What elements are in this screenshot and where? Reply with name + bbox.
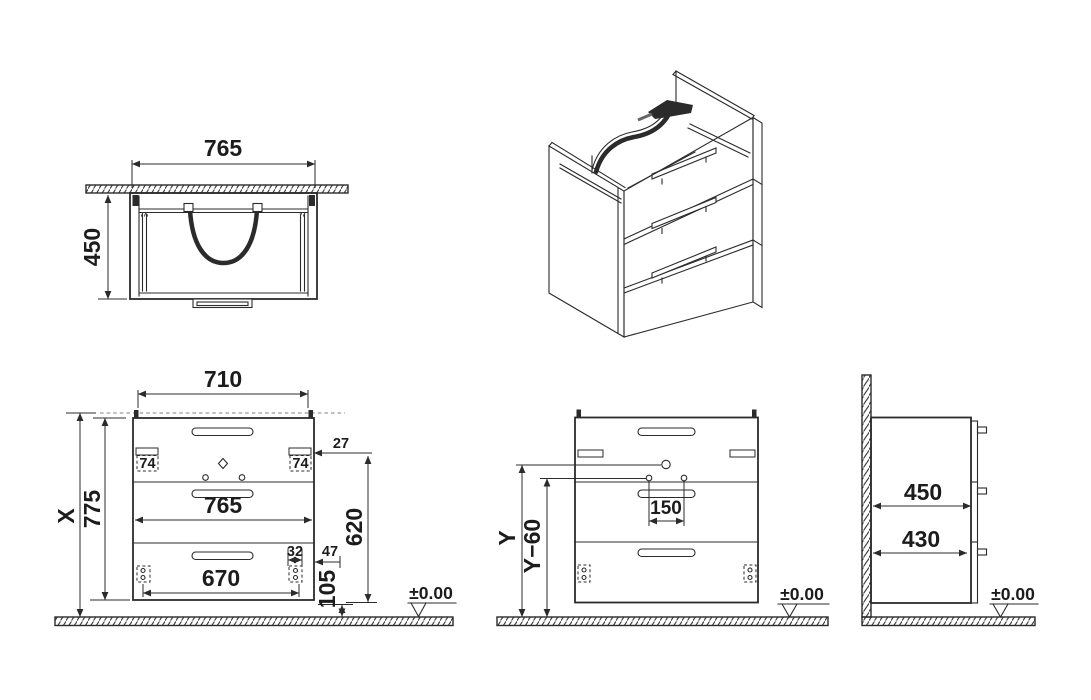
dim-bracket-to-bottom: 620 [341, 508, 367, 546]
perspective-view [548, 70, 763, 338]
handle-slot [637, 427, 696, 437]
corner-fitting [132, 195, 139, 206]
middle-view: 150 Y Y−60 ±0.00 [494, 409, 830, 627]
corner-tab [576, 409, 581, 418]
screw-hole [202, 474, 209, 481]
dim-top-width: 765 [204, 135, 243, 161]
corner-tab [308, 410, 313, 419]
handle-slot [637, 548, 696, 558]
bracket-range-box [289, 455, 312, 472]
fixing-plate [288, 565, 303, 583]
dim-fixing-edge: 47 [322, 544, 338, 560]
wall-hatch [861, 374, 872, 618]
dim-bottom-height: 105 [314, 570, 340, 609]
cabinet-outline [870, 416, 972, 604]
datum-label: ±0.00 [780, 584, 824, 604]
fixing-plate [743, 564, 757, 583]
dim-inner-depth: 430 [902, 526, 940, 552]
datum-symbol: ±0.00 [989, 584, 1039, 619]
dim-hanger-width: 710 [204, 366, 242, 392]
front-view: 74 74 710 X 775 765 670 27 [53, 366, 457, 627]
drawer-handle [651, 246, 717, 284]
hanging-bracket [648, 100, 693, 119]
corner-fitting [309, 195, 315, 206]
datum-label: ±0.00 [991, 584, 1035, 604]
datum-symbol: ±0.00 [777, 584, 830, 619]
bracket-hatch [729, 449, 756, 458]
left-panel [548, 145, 625, 338]
dim-depth: 450 [904, 479, 942, 505]
floor-hatch [54, 616, 454, 627]
top-view: 765 450 [79, 135, 349, 309]
right-edge [752, 116, 763, 309]
dim-bracket-offset: 27 [333, 436, 349, 452]
dim-fixing-inset: 32 [287, 544, 303, 560]
corner-tab [134, 410, 139, 419]
dim-top-depth: 450 [79, 228, 105, 266]
bracket-hatch [135, 447, 159, 456]
dim-bracket-left: 74 [139, 456, 155, 472]
handle-profile [976, 426, 988, 434]
dim-bracket-right: 74 [292, 456, 308, 472]
drain-hole [661, 459, 671, 470]
wall-hatch [85, 184, 349, 194]
dim-total-height: X [53, 508, 79, 524]
drain-hole [217, 457, 229, 470]
dim-body-width: 765 [204, 492, 243, 518]
fixing-plate [577, 564, 591, 583]
corner-tab [752, 409, 757, 418]
handle-profile [976, 548, 988, 556]
dim-fixing-height: Y−60 [519, 519, 545, 573]
dim-drain-height: Y [494, 530, 520, 545]
screw-hole [680, 474, 688, 482]
front-panel-edge [970, 420, 979, 604]
cabinet-outline [132, 417, 315, 601]
screw-hole [238, 474, 246, 481]
bracket-hatch [577, 449, 604, 458]
drawer-handle [651, 147, 717, 185]
side-view: 450 430 ±0.00 [861, 374, 1039, 627]
datum-label: ±0.00 [409, 583, 453, 603]
siphon-cutout [187, 207, 260, 266]
dim-fixing-spacing: 150 [650, 498, 682, 519]
handle-slot [191, 427, 254, 437]
cabinet-outline [574, 416, 759, 604]
screw-hole [645, 474, 653, 482]
bracket-hatch [288, 447, 312, 456]
floor-hatch [861, 616, 1036, 627]
siphon-panel [593, 111, 672, 175]
outlet [192, 298, 253, 309]
drawer-handle [651, 196, 717, 235]
fixing-plate [136, 565, 151, 583]
floor-hatch [496, 616, 829, 627]
dim-body-height: 775 [79, 490, 105, 529]
bracket-range-box [136, 455, 159, 472]
handle-slot [191, 489, 254, 499]
handle-slot [191, 551, 254, 561]
handle-profile [976, 487, 988, 495]
handle-slot [637, 489, 696, 499]
dim-fixing-width: 670 [202, 565, 240, 591]
datum-symbol: ±0.00 [407, 583, 457, 618]
